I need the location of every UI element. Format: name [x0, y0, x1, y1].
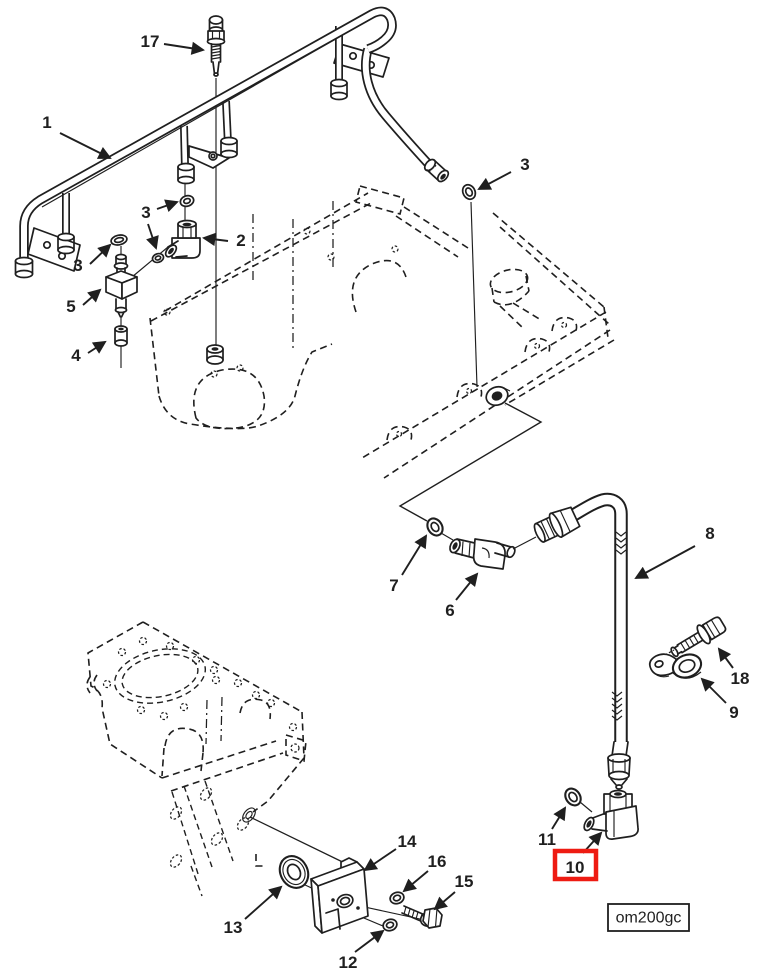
injector-boss [206, 344, 224, 365]
grommet-13 [278, 855, 310, 889]
elbow-fitting-6 [440, 532, 537, 570]
callout-13-label[interactable]: 13 [224, 918, 243, 937]
callout-3-left[interactable]: 3 [73, 243, 112, 275]
callout-16[interactable]: 16 [402, 852, 447, 893]
callout-18[interactable]: 18 [717, 647, 750, 688]
bolt-15 [401, 905, 443, 929]
callouts: 1 17 3 2 3 5 4 3 [42, 32, 749, 972]
highlight-box[interactable] [552, 848, 599, 882]
callout-17-label[interactable]: 17 [141, 32, 160, 51]
callout-6-label[interactable]: 6 [445, 601, 454, 620]
callout-3-left-label[interactable]: 3 [73, 256, 82, 275]
callout-5-label[interactable]: 5 [66, 297, 75, 316]
callout-17[interactable]: 17 [141, 32, 205, 55]
elbow-fitting-10 [579, 789, 639, 840]
callout-3-upper[interactable]: 3 [141, 199, 179, 250]
head-port-fitting [485, 385, 511, 407]
callout-3-upper-label[interactable]: 3 [141, 203, 150, 222]
callout-15[interactable]: 15 [433, 872, 474, 911]
hose-end-nut [607, 741, 631, 792]
callout-6[interactable]: 6 [445, 572, 479, 620]
fuel-drain-manifold [14, 6, 450, 279]
oring-3-right [461, 183, 477, 201]
callout-3-right[interactable]: 3 [477, 155, 530, 190]
bolt-18 [670, 616, 727, 658]
callout-1[interactable]: 1 [42, 113, 112, 159]
callout-5[interactable]: 5 [66, 288, 102, 316]
oring-3-mid [151, 252, 165, 264]
figure-code-box [607, 903, 690, 932]
elbow-fitting-2 [164, 219, 201, 259]
callout-2-label[interactable]: 2 [236, 231, 245, 250]
hose-braid-marks [611, 531, 627, 721]
engine-block-hidden-outline [86, 621, 307, 897]
callout-8-label[interactable]: 8 [705, 524, 714, 543]
cylinder-head-hidden-outline [149, 185, 615, 479]
hose-clamp-9 [648, 653, 703, 679]
callout-12-label[interactable]: 12 [339, 953, 358, 972]
callout-10[interactable]: 10 [552, 831, 603, 882]
tube-end-caps [14, 78, 348, 279]
drain-valve-fitting-5 [105, 253, 138, 318]
callout-9[interactable]: 9 [700, 677, 739, 722]
callout-12[interactable]: 12 [339, 929, 385, 972]
figure-code-label: om200gc [616, 910, 682, 927]
callout-15-label[interactable]: 15 [455, 872, 474, 891]
washer-16 [389, 891, 405, 905]
callout-3-right-label[interactable]: 3 [520, 155, 529, 174]
banjo-bolt-17 [206, 15, 226, 77]
oring-3-top [179, 194, 195, 208]
callout-10-label[interactable]: 10 [566, 858, 585, 877]
callout-7[interactable]: 7 [389, 534, 428, 595]
callout-1-label[interactable]: 1 [42, 113, 51, 132]
callout-18-label[interactable]: 18 [731, 669, 750, 688]
callout-9-label[interactable]: 9 [729, 703, 738, 722]
drain-hose-8 [533, 492, 631, 792]
callout-4-label[interactable]: 4 [71, 346, 81, 365]
callout-16-label[interactable]: 16 [428, 852, 447, 871]
oring-3-left [110, 234, 128, 246]
callout-7-label[interactable]: 7 [389, 576, 398, 595]
figure-code: om200gc [607, 903, 690, 932]
callout-13[interactable]: 13 [224, 885, 283, 937]
callout-11-label[interactable]: 11 [538, 830, 556, 849]
cover-plate-14 [310, 857, 369, 934]
oring-7 [426, 517, 444, 537]
locator-lines [215, 78, 543, 870]
manifold-branch-end-fitting [423, 158, 450, 183]
sleeve-4 [114, 325, 128, 347]
hose-swivel-nut [533, 506, 581, 543]
washer-12 [382, 918, 398, 932]
callout-8[interactable]: 8 [634, 524, 715, 579]
callout-14-label[interactable]: 14 [398, 832, 417, 851]
callout-11[interactable]: 11 [538, 806, 567, 849]
callout-4[interactable]: 4 [71, 340, 107, 365]
oring-11 [564, 787, 582, 807]
callout-14[interactable]: 14 [363, 832, 417, 872]
callout-2[interactable]: 2 [202, 231, 246, 250]
